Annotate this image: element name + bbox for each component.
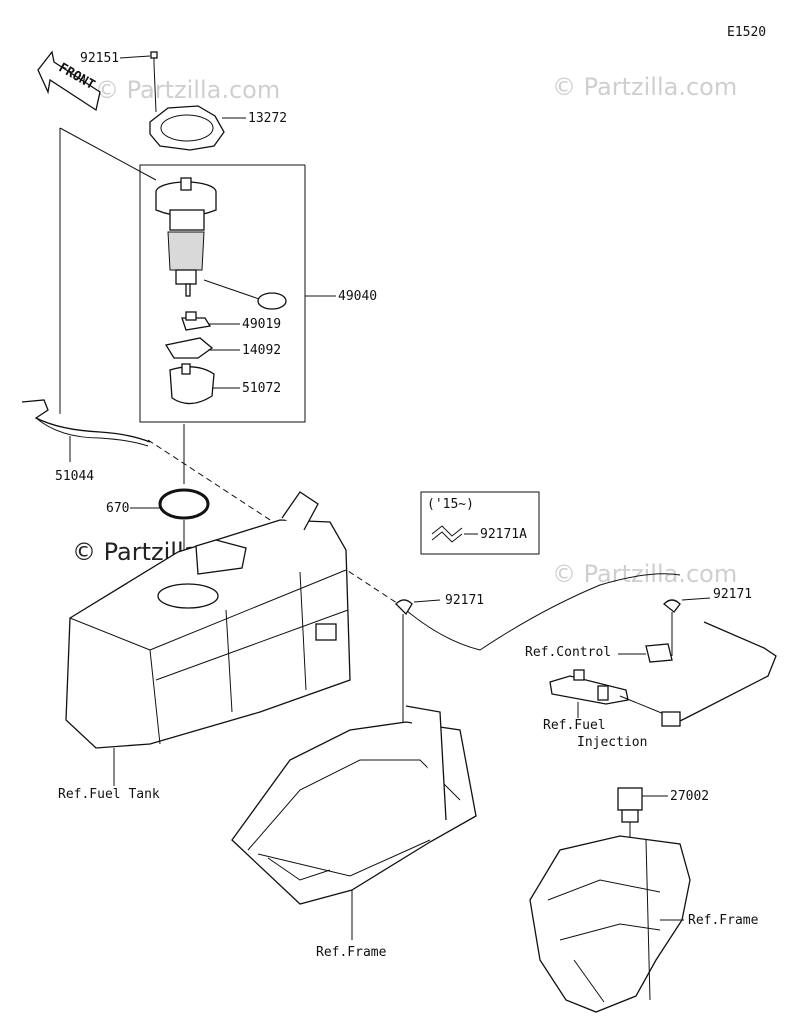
part-number-14092: 14092 (242, 343, 281, 358)
clamp-icon (663, 599, 681, 613)
part-number-13272: 13272 (248, 111, 287, 126)
screw-icon (150, 51, 158, 64)
clamp-icon (431, 525, 463, 543)
gasket-plate-icon (149, 105, 225, 151)
part-number-92171-mid: 92171 (445, 593, 484, 608)
o-ring-icon (158, 488, 210, 520)
part-number-51072: 51072 (242, 381, 281, 396)
ref-frame-bottom: Ref.Frame (316, 945, 387, 960)
fuel-line (399, 573, 681, 651)
connector-icon (661, 711, 681, 727)
ref-fuel-injection-1: Ref.Fuel (543, 718, 606, 733)
part-number-51044: 51044 (55, 469, 94, 484)
watermark: © Partzilla.com (552, 73, 737, 101)
part-number-670: 670 (106, 501, 129, 516)
fuel-injector-icon (549, 669, 629, 705)
fuel-line-hose (677, 621, 777, 723)
ref-fuel-tank: Ref.Fuel Tank (58, 787, 160, 802)
part-number-49040: 49040 (338, 289, 377, 304)
reservoir-cup-icon (169, 363, 215, 405)
watermark: © Partzilla.com (552, 560, 737, 588)
part-number-92151: 92151 (80, 51, 119, 66)
ref-fuel-injection-2: Injection (577, 735, 647, 750)
part-number-92171-right: 92171 (713, 587, 752, 602)
part-number-27002: 27002 (670, 789, 709, 804)
fuel-hose-icon (21, 399, 151, 447)
control-bracket-icon (645, 643, 673, 663)
clamp-icon (395, 599, 413, 616)
fuel-pump-icon (155, 177, 287, 310)
fuel-tank-icon (65, 491, 351, 749)
inset-box (420, 491, 540, 555)
frame-icon (231, 705, 477, 905)
assembly-bracket (139, 164, 306, 423)
diagram-code: E1520 (727, 25, 766, 40)
switch-icon (617, 787, 643, 823)
cover-plate-icon (164, 337, 214, 359)
part-number-92171A: 92171A (480, 527, 527, 542)
part-number-49019: 49019 (242, 317, 281, 332)
filter-icon (181, 311, 212, 331)
inset-year-label: ('15~) (427, 497, 474, 512)
ref-frame-right: Ref.Frame (688, 913, 759, 928)
watermark: © Partzilla.com (95, 76, 280, 104)
ref-control: Ref.Control (525, 645, 611, 660)
frame-icon (529, 835, 691, 1013)
